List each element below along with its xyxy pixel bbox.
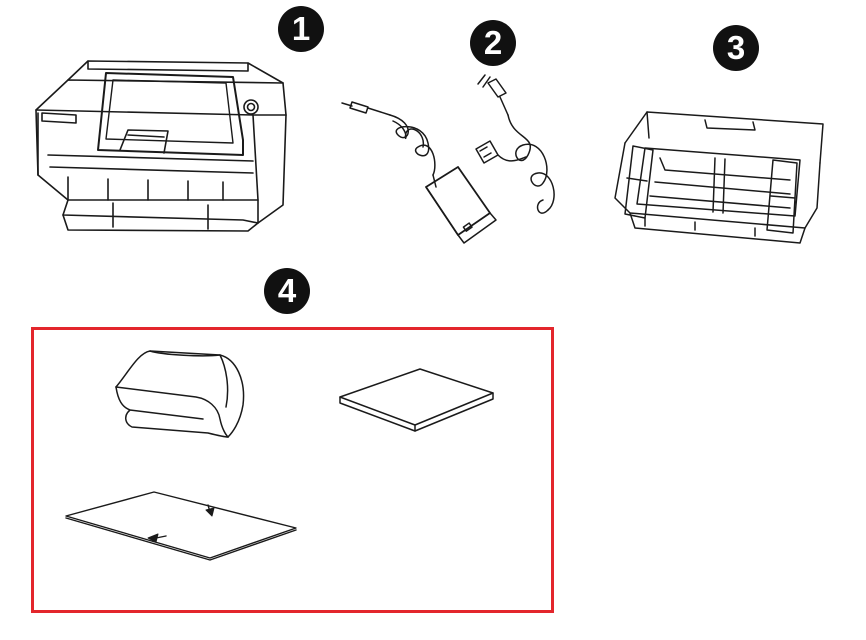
power-adapter-icon (338, 75, 568, 260)
cleaning-cloth-icon (108, 345, 253, 440)
callout-1: 1 (278, 6, 324, 52)
callout-4: 4 (264, 268, 310, 314)
callout-3: 3 (713, 25, 759, 71)
accessories-frame (31, 327, 554, 613)
scanner-icon (28, 55, 298, 235)
quick-guide-icon (335, 365, 500, 435)
paper-tray-icon (605, 108, 830, 253)
calibration-sheet-icon (62, 488, 302, 563)
callout-2: 2 (470, 20, 516, 66)
